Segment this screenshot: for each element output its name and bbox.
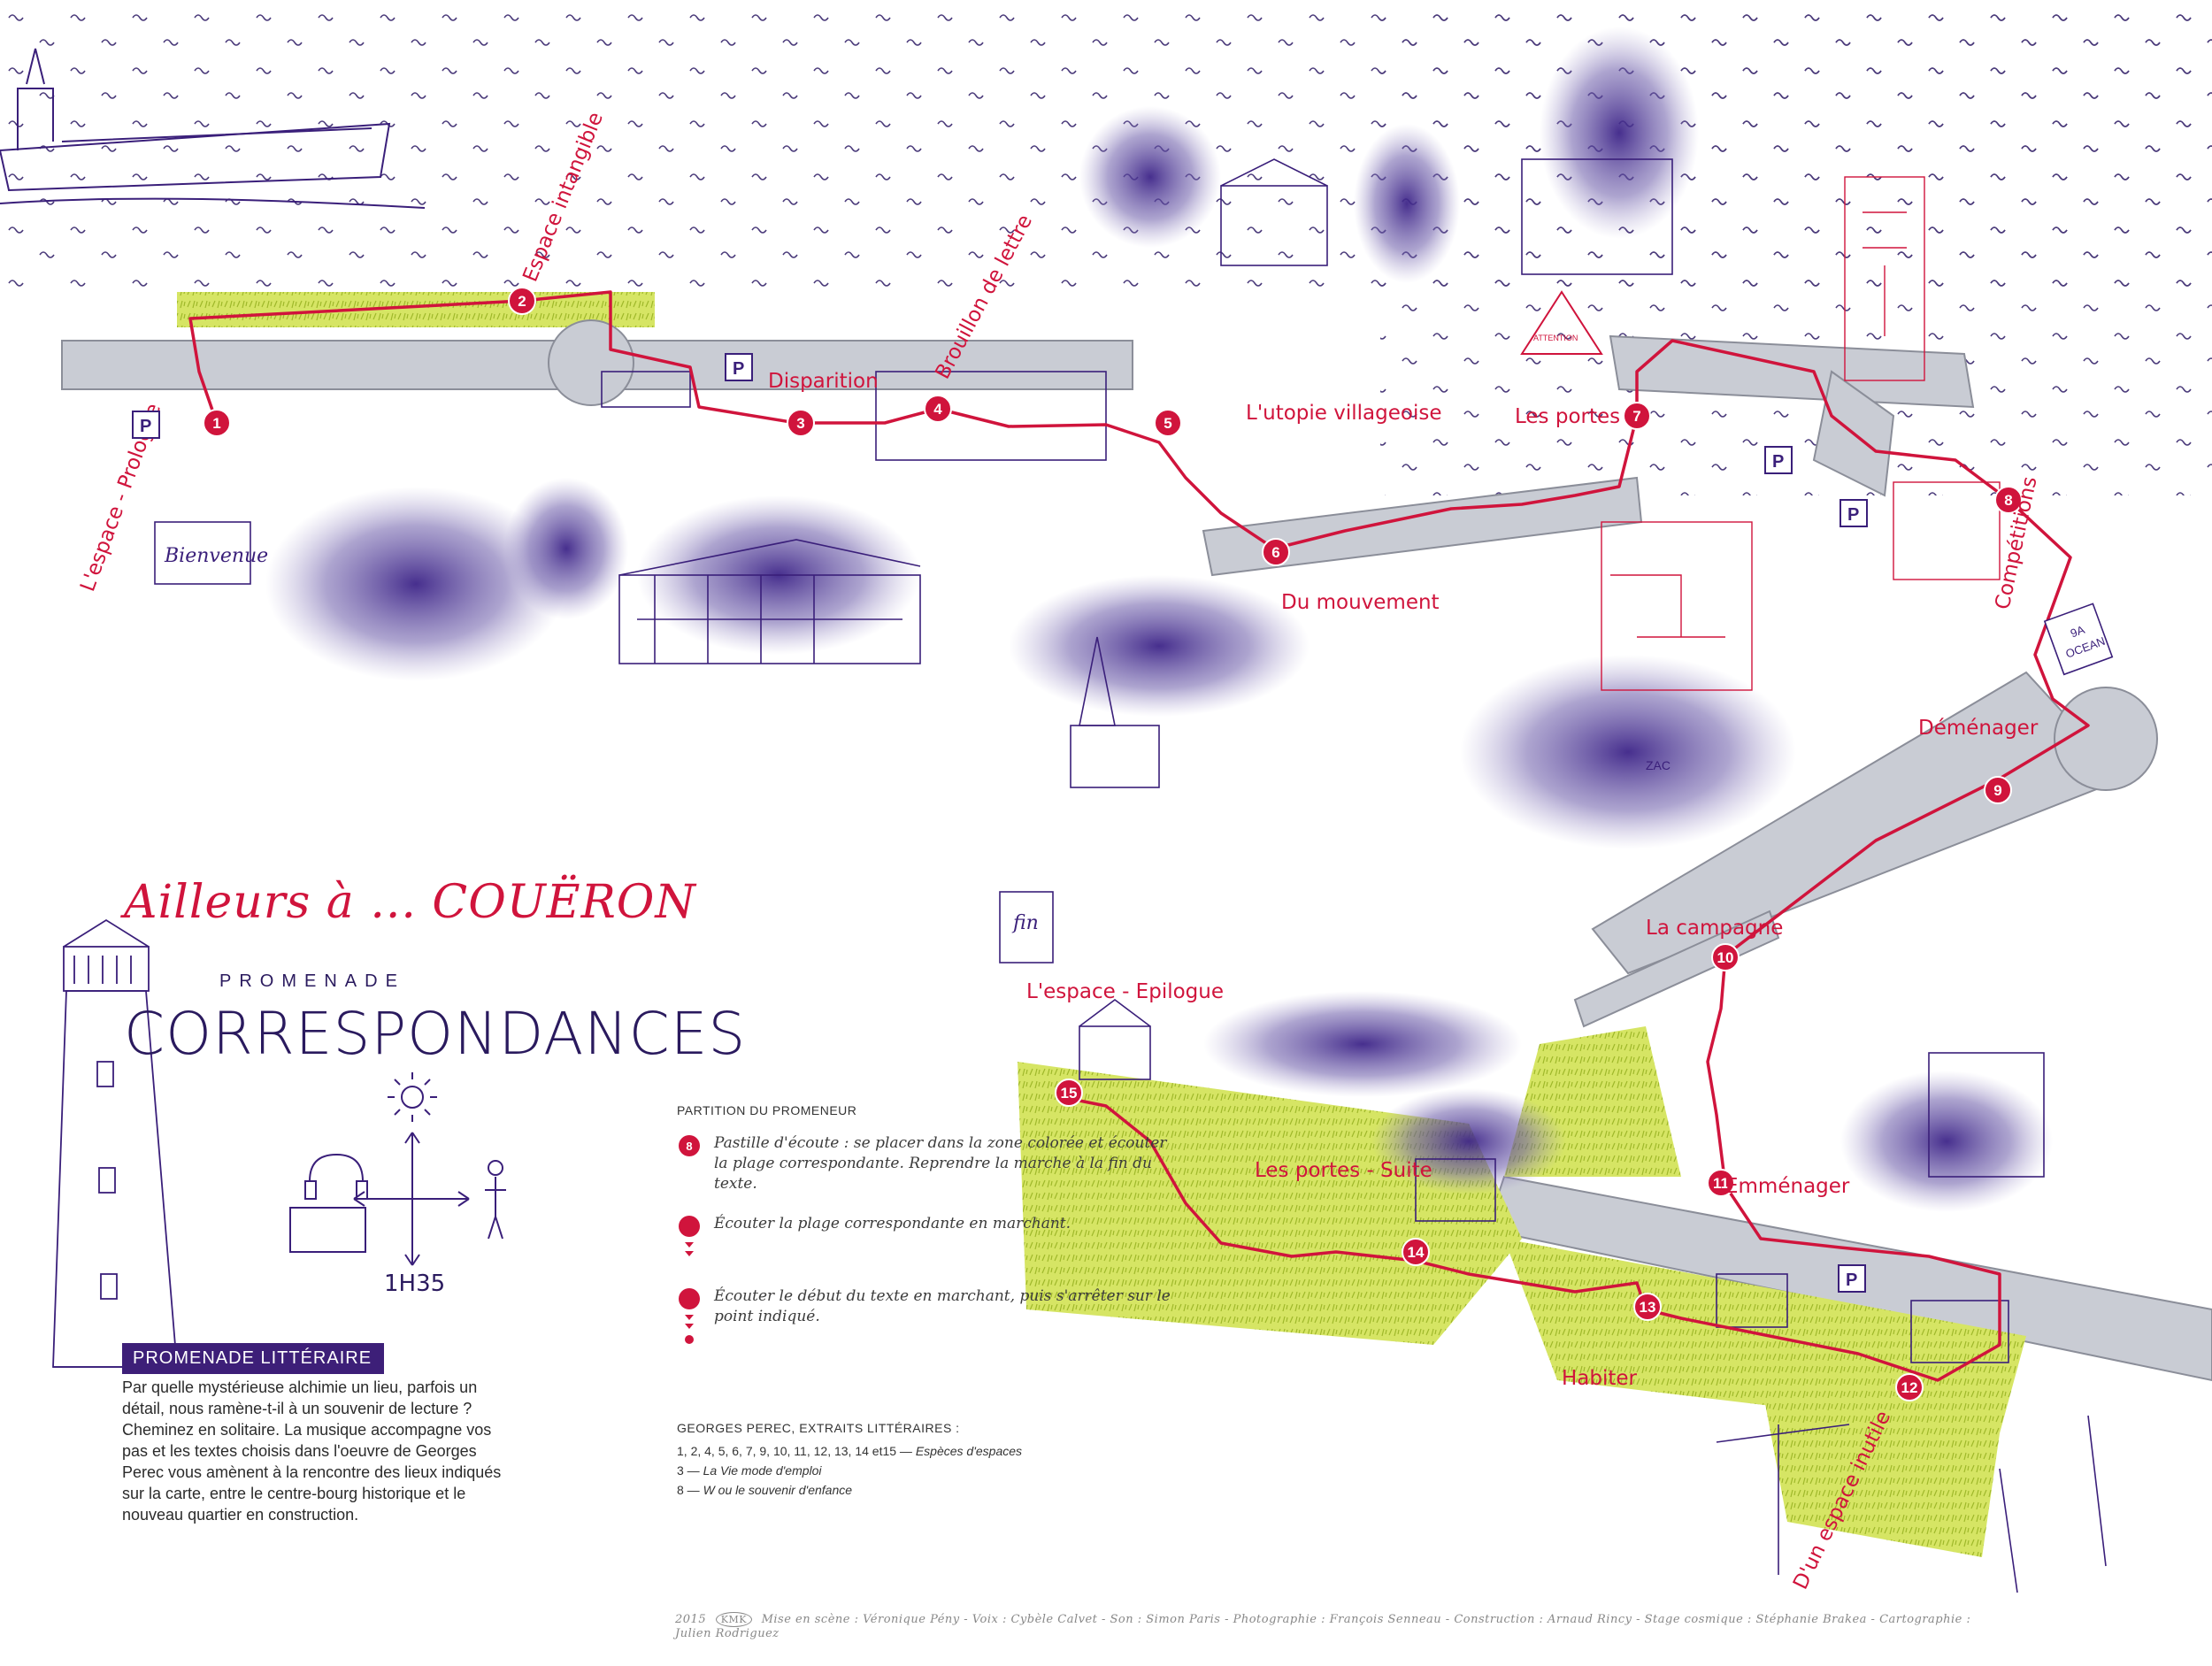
parking-5: P: [1846, 1271, 1857, 1290]
stop-number-10: 10: [1717, 949, 1734, 966]
stop-label-10: La campagne: [1646, 917, 1783, 940]
stop-number-2: 2: [518, 293, 526, 310]
legend-item-walking: Écouter la plage correspondante en march…: [677, 1214, 1172, 1267]
stop-number-7: 7: [1632, 408, 1640, 425]
stop-label-15: L'espace - Epilogue: [1026, 980, 1224, 1003]
extracts-heading: GEORGES PEREC, EXTRAITS LITTÉRAIRES :: [677, 1421, 960, 1435]
stop-marker-11: 11: [1707, 1169, 1735, 1197]
stop-label-7: Les portes: [1515, 405, 1620, 428]
kmk-logo: KMK: [715, 1612, 752, 1627]
stop-number-13: 13: [1640, 1299, 1656, 1316]
stop-number-6: 6: [1271, 544, 1279, 561]
route-sign-text: 9A: [2069, 623, 2086, 641]
stop-label-3: Disparition: [768, 370, 879, 393]
extract-row-2: 3 — La Vie mode d'emploi: [677, 1463, 822, 1478]
river-waves: [0, 0, 2212, 495]
intro-text: Par quelle mystérieuse alchimie un lieu,…: [122, 1378, 502, 1524]
stop-marker-15: 15: [1055, 1079, 1083, 1107]
parking-3: P: [1772, 452, 1784, 472]
stop-label-5: L'utopie villageoise: [1246, 402, 1441, 425]
walk-listen-icon: [679, 1216, 700, 1256]
stop-marker-8: 8: [1994, 486, 2023, 514]
stop-number-9: 9: [1993, 782, 2001, 799]
stop-number-14: 14: [1408, 1244, 1425, 1261]
stop-label-9: Déménager: [1918, 717, 2039, 740]
stop-marker-9: 9: [1984, 776, 2012, 804]
walk-mode-icons: [289, 1072, 506, 1266]
attention-sign-text: ATTENTION: [1533, 334, 1578, 342]
title-ailleurs: Ailleurs à ... COUËRON: [124, 876, 696, 929]
legend-marker-number: 8: [686, 1140, 692, 1153]
zac-sign-text: ZAC: [1646, 758, 1671, 772]
legend: PARTITION DU PROMENEUR 8 Pastille d'écou…: [677, 1103, 1172, 1359]
stop-marker-5: 5: [1154, 409, 1182, 437]
walk-stop-icon: [679, 1288, 700, 1344]
stop-marker-10: 10: [1711, 943, 1740, 971]
stop-label-6: Du mouvement: [1281, 591, 1440, 614]
red-plan-sketches: [1601, 176, 2001, 691]
compass-cross-icon: [353, 1132, 470, 1266]
walk-duration: 1H35: [384, 1271, 446, 1297]
legend-item-listening-spot: 8 Pastille d'écoute : se placer dans la …: [677, 1133, 1172, 1194]
stop-number-4: 4: [933, 401, 942, 418]
promenade-badge: PROMENADE LITTÉRAIRE: [122, 1343, 385, 1374]
extract-row-3: 8 — W ou le souvenir d'enfance: [677, 1483, 853, 1497]
stop-marker-4: 4: [924, 395, 952, 423]
ship-sketch: [0, 48, 426, 209]
stop-number-3: 3: [796, 415, 804, 432]
stop-marker-7: 7: [1623, 402, 1651, 430]
extract-row-1: 1, 2, 4, 5, 6, 7, 9, 10, 11, 12, 13, 14 …: [677, 1444, 1023, 1458]
parking-1: P: [140, 417, 151, 436]
parking-4: P: [1847, 505, 1859, 525]
stop-label-14: Les portes - Suite: [1255, 1159, 1432, 1182]
legend-text-3: Écouter le début du texte en marchant, p…: [714, 1287, 1171, 1325]
stop-label-13: Habiter: [1562, 1367, 1638, 1390]
stop-number-8: 8: [2004, 492, 2012, 509]
stop-number-1: 1: [212, 415, 220, 432]
stop-number-15: 15: [1061, 1085, 1078, 1102]
legend-title: PARTITION DU PROMENEUR: [677, 1103, 857, 1117]
parking-2: P: [733, 359, 744, 379]
score-card-icon: [289, 1207, 366, 1253]
sun-icon: [401, 1086, 424, 1109]
parking-markers: P P P P P: [132, 353, 1868, 1293]
stop-marker-14: 14: [1402, 1238, 1430, 1266]
legend-text-1: Pastille d'écoute : se placer dans la zo…: [714, 1134, 1167, 1193]
sketch-lettering: Bienvenue fin ATTENTION 9A OCEAN ZAC: [154, 290, 2114, 964]
stop-marker-2: 2: [508, 287, 536, 315]
credits: 2015 KMK Mise en scène : Véronique Pény …: [675, 1612, 2002, 1640]
fin-book-text: fin: [1011, 912, 1039, 934]
stop-marker-3: 3: [787, 409, 815, 437]
lighthouse-sketch: [52, 918, 178, 1368]
title-promenade: PROMENADE: [219, 971, 405, 991]
stop-number-5: 5: [1164, 415, 1171, 432]
legend-text-2: Écouter la plage correspondante en march…: [714, 1215, 1071, 1232]
green-belt-north: [177, 292, 655, 327]
headphones-icon: [304, 1153, 368, 1200]
stop-marker-6: 6: [1262, 538, 1290, 566]
bienvenue-book-text: Bienvenue: [164, 545, 268, 567]
literary-extracts: GEORGES PEREC, EXTRAITS LITTÉRAIRES : 1,…: [677, 1418, 1208, 1500]
title-correspondances: CORRESPONDANCES: [124, 1000, 747, 1068]
stop-label-11: Emménager: [1725, 1175, 1850, 1198]
stop-marker-12: 12: [1895, 1373, 1924, 1401]
stop-marker-1: 1: [203, 409, 231, 437]
credits-year: 2015: [675, 1613, 707, 1626]
stop-marker-13: 13: [1633, 1293, 1662, 1321]
credits-text: Mise en scène : Véronique Pény - Voix : …: [675, 1613, 1971, 1640]
stop-number-11: 11: [1713, 1175, 1729, 1192]
building-sketches: [601, 158, 2107, 1593]
listening-spot-icon: 8: [679, 1135, 700, 1156]
legend-item-walk-then-stop: Écouter le début du texte en marchant, p…: [677, 1286, 1172, 1344]
stop-number-12: 12: [1901, 1379, 1918, 1396]
